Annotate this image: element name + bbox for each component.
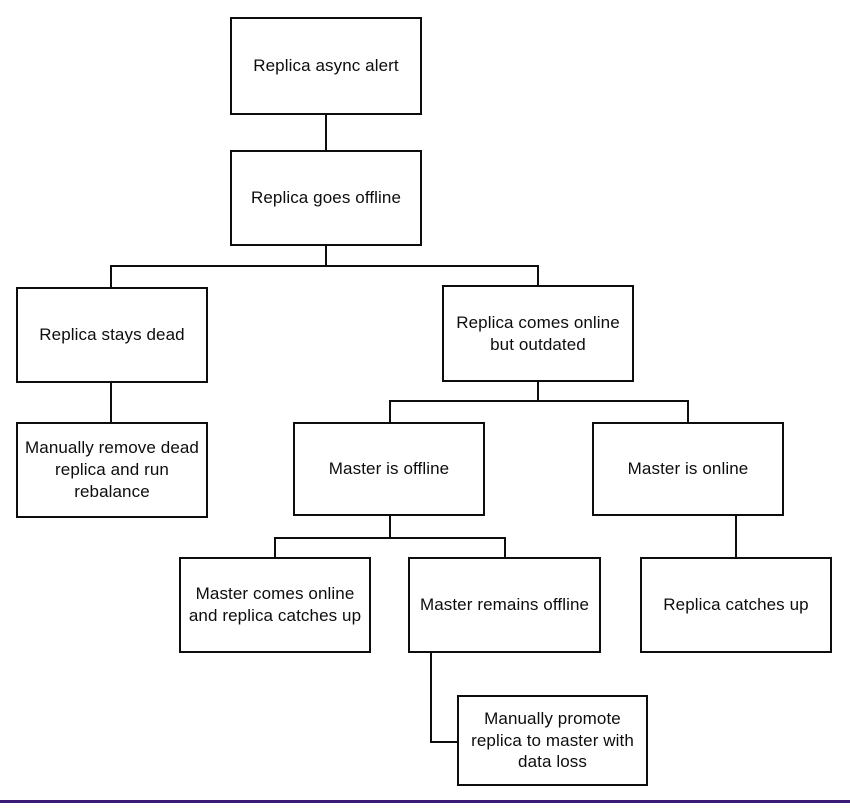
node-label: Replica stays dead	[39, 325, 185, 345]
node-label: Master comes online and replica catches …	[188, 584, 362, 625]
node-master-remains-offline[interactable]: Master remains offline	[408, 557, 601, 653]
edge-outdated-bus	[389, 400, 689, 402]
node-label: Manually remove dead replica and run reb…	[25, 438, 199, 501]
node-label: Master is offline	[328, 459, 450, 479]
node-label: Replica async alert	[253, 56, 399, 76]
node-master-is-offline[interactable]: Master is offline	[293, 422, 485, 516]
edge-outdated-stem	[537, 382, 539, 401]
edge-offline-to-stays-dead	[110, 265, 112, 288]
node-replica-goes-offline[interactable]: Replica goes offline	[230, 150, 422, 246]
node-replica-stays-dead[interactable]: Replica stays dead	[16, 287, 208, 383]
edge-remains-offline-to-manual-promote	[430, 741, 459, 743]
edge-outdated-to-master-online	[687, 400, 689, 423]
node-master-comes-online-and-replica-catches-up[interactable]: Master comes online and replica catches …	[179, 557, 371, 653]
edge-master-offline-to-remains-offline	[504, 537, 506, 558]
node-label: Manually promote replica to master with …	[471, 708, 634, 772]
edge-master-offline-stem	[389, 516, 391, 538]
edge-offline-bus	[110, 265, 539, 267]
edge-offline-stem	[325, 246, 327, 266]
node-master-is-online[interactable]: Master is online	[592, 422, 784, 516]
node-replica-comes-online-but-outdated[interactable]: Replica comes online but outdated	[442, 285, 634, 382]
node-label: Replica goes offline	[250, 188, 402, 208]
node-label: Replica comes online but outdated	[456, 312, 620, 354]
node-label: Master is online	[627, 459, 749, 479]
edge-remains-offline-drop	[430, 653, 432, 743]
edge-master-online-to-replica-catches-up	[735, 516, 737, 558]
node-manually-remove-dead-replica[interactable]: Manually remove dead replica and run reb…	[16, 422, 208, 518]
node-label: Replica catches up	[663, 595, 809, 615]
edge-master-offline-to-comes-online	[274, 537, 276, 558]
node-replica-catches-up[interactable]: Replica catches up	[640, 557, 832, 653]
edge-stays-dead-to-manual-remove	[110, 383, 112, 423]
node-label: Master remains offline	[419, 595, 590, 615]
edge-offline-to-comes-online	[537, 265, 539, 286]
edge-master-offline-bus	[274, 537, 506, 539]
footer-divider	[0, 800, 850, 803]
edge-outdated-to-master-offline	[389, 400, 391, 423]
node-manually-promote-replica[interactable]: Manually promote replica to master with …	[457, 695, 648, 786]
node-replica-async-alert[interactable]: Replica async alert	[230, 17, 422, 115]
edge-alert-to-offline	[325, 115, 327, 151]
